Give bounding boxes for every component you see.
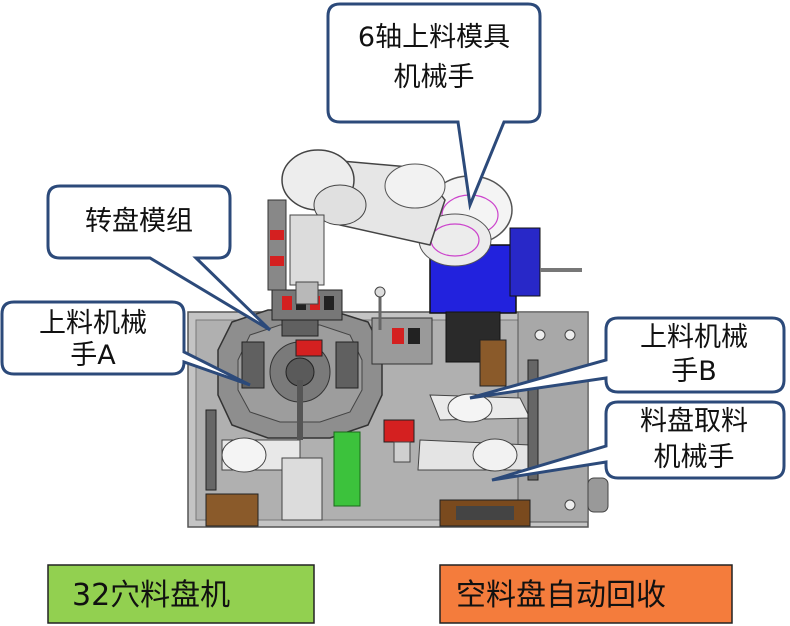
tray-recycle-label: 空料盘自动回收: [456, 578, 666, 613]
turntable-module-label: 转盘模组: [85, 206, 193, 237]
callout-loading-arm-a: 上料机械 手A: [0, 300, 251, 387]
tray-recycle-box-bg: [439, 564, 733, 624]
tray-machine-label: 32穴料盘机: [72, 578, 230, 613]
tray-pick-arm-label-line1: 料盘取料: [640, 406, 748, 437]
callout-six-axis-robot: 6轴上料模具 机械手: [326, 2, 542, 211]
tray-pick-arm-label-line2: 机械手: [654, 442, 735, 473]
callout-loading-arm-b: 上料机械 手B: [469, 316, 786, 400]
machine-illustration: [187, 149, 609, 528]
callout-tray-pick-arm: 料盘取料 机械手: [491, 400, 786, 482]
loading-arm-a-label-line2: 手A: [70, 340, 116, 371]
six-axis-robot-label-line1: 6轴上料模具: [358, 22, 510, 53]
loading-arm-b-label-line2: 手B: [671, 356, 717, 387]
loading-arm-b-label-line1: 上料机械: [640, 322, 748, 353]
callout-turntable-module: 转盘模组: [46, 184, 272, 332]
tray-recycle-box: 空料盘自动回收: [439, 564, 733, 624]
tray-machine-box-bg: [47, 564, 315, 624]
six-axis-robot-label-line2: 机械手: [394, 62, 475, 93]
green-tray: [333, 431, 361, 507]
tray-machine-box: 32穴料盘机: [47, 564, 315, 624]
loading-arm-a-label-line1: 上料机械: [39, 308, 147, 339]
